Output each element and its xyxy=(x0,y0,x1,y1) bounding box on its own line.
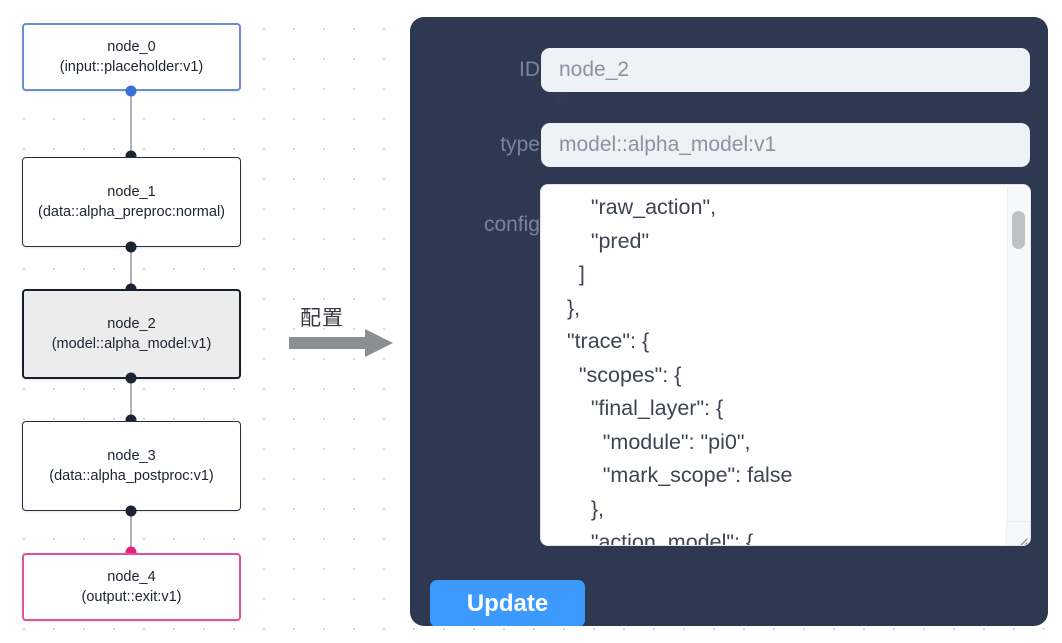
node-handle-source-node_0[interactable] xyxy=(125,85,137,97)
flow-node-node_3[interactable]: node_3 (data::alpha_postproc:v1) xyxy=(22,421,241,511)
type-input[interactable] xyxy=(541,123,1030,167)
node-handle-source-node_3[interactable] xyxy=(125,505,137,517)
flow-node-label: node_0 (input::placeholder:v1) xyxy=(59,39,204,75)
arrow-label: 配置 xyxy=(300,307,344,330)
config-textarea[interactable] xyxy=(541,185,1030,545)
node-handle-target-node_1[interactable] xyxy=(125,150,137,162)
flow-node-label: node_3 (data::alpha_postproc:v1) xyxy=(49,448,214,484)
id-input[interactable] xyxy=(541,48,1030,92)
flow-node-label: node_4 (output::exit:v1) xyxy=(81,569,182,605)
node-handle-target-node_3[interactable] xyxy=(125,414,137,426)
flow-node-node_1[interactable]: node_1 (data::alpha_preproc:normal) xyxy=(22,157,241,247)
arrow-right-icon xyxy=(289,329,393,362)
node-handle-target-node_4[interactable] xyxy=(125,546,137,558)
node-handle-source-node_2[interactable] xyxy=(125,372,137,384)
node-handle-source-node_1[interactable] xyxy=(125,241,137,253)
node-config-panel: ● ID type config Update xyxy=(410,17,1048,626)
config-textarea-wrapper xyxy=(541,185,1030,545)
id-field-label: ID xyxy=(519,58,540,81)
flow-node-label: node_1 (data::alpha_preproc:normal) xyxy=(38,184,225,220)
update-button[interactable]: Update xyxy=(430,580,585,626)
edge-node1-node2 xyxy=(130,247,132,315)
edge-node3-node4 xyxy=(130,510,132,578)
flow-node-node_2[interactable]: node_2 (model::alpha_model:v1) xyxy=(22,289,241,379)
config-field-label: config xyxy=(483,213,540,236)
flow-node-node_0[interactable]: node_0 (input::placeholder:v1) xyxy=(22,23,241,91)
resize-handle-icon[interactable] xyxy=(1006,521,1030,545)
type-field-label: type xyxy=(500,133,540,156)
flow-node-node_4[interactable]: node_4 (output::exit:v1) xyxy=(22,553,241,621)
flow-node-label: node_2 (model::alpha_model:v1) xyxy=(51,316,212,352)
edge-node2-node3 xyxy=(130,377,132,445)
edge-node0-node1 xyxy=(130,90,132,158)
